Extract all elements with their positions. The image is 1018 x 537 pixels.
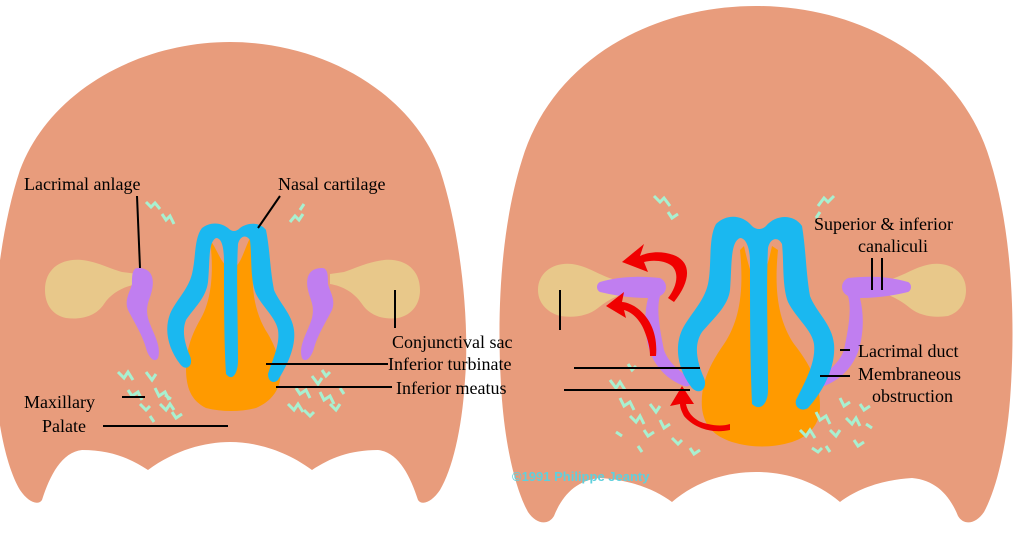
- right-head-bone-right: [798, 397, 873, 454]
- right-head: [499, 6, 1013, 523]
- left-head: [0, 42, 467, 503]
- left-head-cartilage: [167, 223, 295, 382]
- label-canaliculi-line1: Superior & inferior: [814, 214, 953, 234]
- label-maxillary: Maxillary: [24, 392, 95, 412]
- left-head-bone-top: [144, 200, 306, 225]
- label-lacrimal-anlage: Lacrimal anlage: [24, 174, 140, 194]
- left-head-sac-left: [45, 259, 138, 319]
- left-head-leaders: [103, 195, 396, 427]
- right-head-bone-left: [608, 363, 701, 457]
- right-head-bone-top: [652, 194, 836, 221]
- labels: Lacrimal anlage Nasal cartilage Conjunct…: [24, 174, 961, 484]
- right-head-lacrimal-right: [816, 276, 911, 387]
- right-head-leaders: [559, 258, 883, 391]
- label-conjunctival-sac: Conjunctival sac: [392, 332, 512, 352]
- arrow-lower: [670, 386, 730, 432]
- label-obstruction-line2: obstruction: [872, 386, 953, 406]
- left-head-lacrimal-left: [126, 268, 159, 361]
- left-head-bone-right: [286, 369, 346, 419]
- right-head-sac-right: [870, 263, 966, 317]
- label-palate: Palate: [42, 416, 86, 436]
- right-head-cartilage: [677, 216, 835, 410]
- left-head-lacrimal-right: [301, 268, 334, 361]
- label-nasal-cartilage: Nasal cartilage: [278, 174, 385, 194]
- label-obstruction-line1: Membraneous: [858, 364, 961, 384]
- label-inferior-meatus: Inferior meatus: [396, 378, 506, 398]
- arrow-upper: [622, 244, 688, 302]
- arrow-middle: [606, 292, 657, 356]
- right-head-lacrimal-left: [597, 276, 692, 387]
- right-head-sac-left: [538, 263, 640, 317]
- credit-text: ©1991 Philippe Jeanty: [512, 469, 650, 484]
- left-head-bone-left: [116, 369, 183, 423]
- label-inferior-turbinate: Inferior turbinate: [388, 354, 511, 374]
- label-canaliculi-line2: canaliculi: [858, 236, 928, 256]
- right-head-arrows: [606, 244, 730, 432]
- left-head-sac-right: [330, 259, 420, 319]
- label-lacrimal-duct: Lacrimal duct: [858, 341, 958, 361]
